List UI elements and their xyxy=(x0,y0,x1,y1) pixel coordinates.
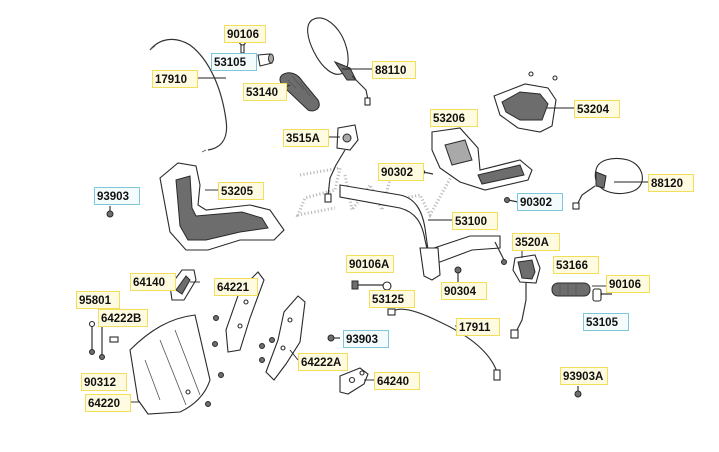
callout-90302-mid: 90302 xyxy=(378,163,424,181)
callout-64140: 64140 xyxy=(130,273,176,291)
callout-17911: 17911 xyxy=(456,318,500,336)
callout-90106A: 90106A xyxy=(346,255,394,273)
cover-53206 xyxy=(431,127,533,191)
callout-53204: 53204 xyxy=(574,100,620,118)
callout-88110: 88110 xyxy=(372,61,416,79)
callout-90106-right: 90106 xyxy=(606,275,650,293)
callout-93903A: 93903A xyxy=(560,367,608,385)
bolt-90106A xyxy=(351,280,385,290)
callout-53205: 53205 xyxy=(218,182,264,200)
grip-53166 xyxy=(551,282,591,297)
callout-64222A: 64222A xyxy=(298,353,348,371)
callout-64221: 64221 xyxy=(214,278,258,296)
end-weight-53105-right xyxy=(592,288,602,302)
callout-17910: 17910 xyxy=(152,70,198,88)
callout-90106-top: 90106 xyxy=(224,25,266,43)
callout-3515A: 3515A xyxy=(283,129,329,147)
callout-90312: 90312 xyxy=(81,373,127,391)
screw-93903-left xyxy=(106,206,114,218)
callout-64222B: 64222B xyxy=(98,309,148,327)
callout-53105-top: 53105 xyxy=(211,53,257,71)
callout-88120: 88120 xyxy=(648,174,694,192)
cable-17911 xyxy=(387,308,501,381)
callout-95801: 95801 xyxy=(76,291,120,309)
screw-93903-mid xyxy=(327,334,340,342)
callout-64240: 64240 xyxy=(374,372,420,390)
switch-housing-3520A xyxy=(510,254,541,339)
watermark-logo xyxy=(295,166,457,219)
bracket-64222A xyxy=(259,295,306,381)
bracket-64240 xyxy=(339,367,369,395)
handlebar-53100 xyxy=(339,184,507,281)
callout-93903-left: 93903 xyxy=(94,187,140,205)
throttle-cable-17910 xyxy=(149,38,228,153)
callout-90304: 90304 xyxy=(441,282,487,300)
screw-90302-right xyxy=(504,197,519,203)
switch-housing-3515A xyxy=(324,124,359,203)
front-cover-53205 xyxy=(159,162,285,251)
clamp-64140 xyxy=(169,269,197,301)
callout-90302-right: 90302 xyxy=(517,193,563,211)
mirror-88120 xyxy=(572,157,643,210)
mirror-88110 xyxy=(307,17,371,106)
end-weight-53105-top xyxy=(257,53,274,67)
leader-lines xyxy=(128,68,649,403)
callout-53100: 53100 xyxy=(452,212,498,230)
callout-53125: 53125 xyxy=(369,290,415,308)
callout-53140: 53140 xyxy=(243,83,287,101)
screw-93903A xyxy=(574,386,582,398)
callout-3520A: 3520A xyxy=(512,233,560,251)
callout-64220: 64220 xyxy=(85,394,131,412)
nut-53125 xyxy=(382,281,392,291)
callout-53206: 53206 xyxy=(430,109,478,127)
grip-53140 xyxy=(279,72,320,112)
callout-53105-right: 53105 xyxy=(583,313,629,331)
screw-90304 xyxy=(454,266,462,282)
windscreen-64220 xyxy=(129,314,224,415)
cover-53204 xyxy=(493,71,558,133)
callout-93903-mid: 93903 xyxy=(343,330,389,348)
callout-53166: 53166 xyxy=(553,256,599,274)
